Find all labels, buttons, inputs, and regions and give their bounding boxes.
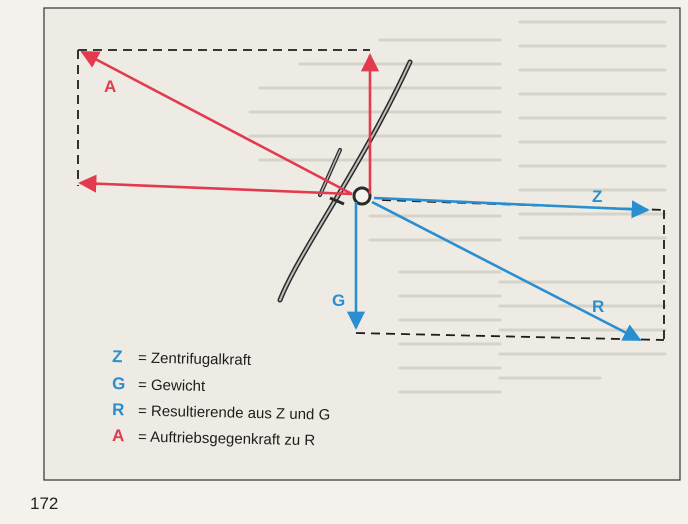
legend-row-G: G = Gewicht (112, 374, 206, 395)
legend-symbol: R (112, 400, 125, 419)
legend-symbol: G (112, 374, 126, 393)
show-through-texture (248, 20, 667, 394)
legend-text: = Gewicht (138, 377, 206, 395)
legend-row-Z: Z = Zentrifugalkraft (112, 347, 252, 369)
label-G: G (332, 291, 345, 310)
legend-row-R: R = Resultierende aus Z und G (112, 400, 331, 424)
legend-symbol: A (112, 426, 125, 445)
label-Z: Z (592, 187, 602, 206)
arrow-horizontal-left (78, 174, 353, 196)
page-number: 172 (30, 494, 59, 513)
lift-counterforce-arrows (78, 50, 380, 196)
legend-symbol: Z (112, 347, 123, 366)
legend-text: = Zentrifugalkraft (138, 350, 252, 369)
legend-text: = Auftriebsgegenkraft zu R (138, 429, 316, 450)
arrow-Z (373, 196, 650, 219)
glider (277, 59, 413, 303)
legend-row-A: A = Auftriebsgegenkraft zu R (112, 426, 316, 449)
label-A: A (104, 77, 116, 96)
arrow-R (371, 200, 642, 342)
label-R: R (592, 297, 604, 316)
arrow-A (80, 50, 353, 196)
force-arrows-blue (346, 196, 650, 342)
legend-text: = Resultierende aus Z und G (138, 403, 331, 424)
legend: Z = Zentrifugalkraft G = Gewicht R = Res… (112, 347, 331, 449)
